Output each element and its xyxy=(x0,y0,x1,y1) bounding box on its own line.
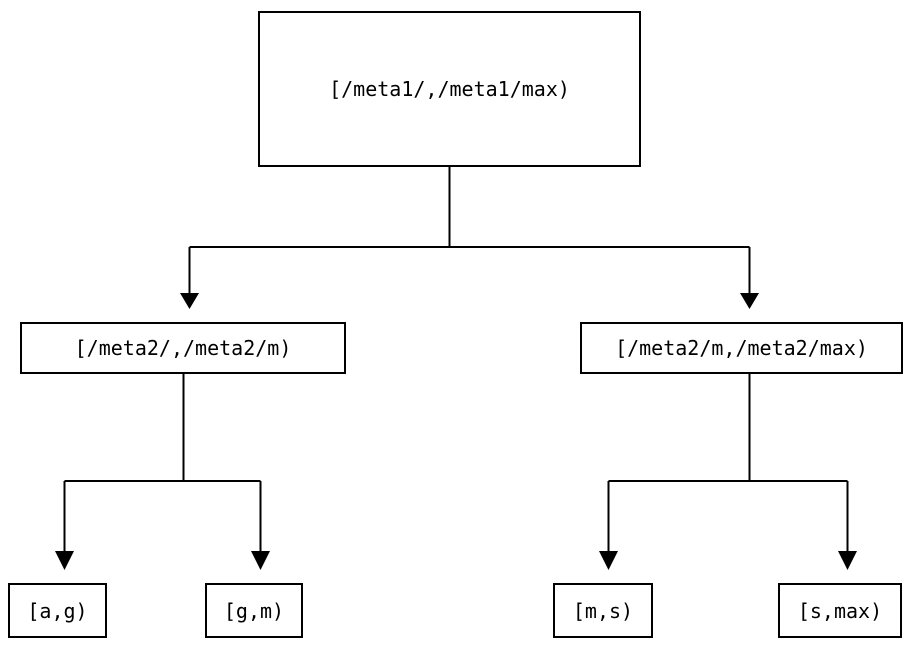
arrowhead-to-mid-right xyxy=(740,293,759,309)
tree-node-root[interactable]: [/meta1/,/meta1/max) xyxy=(258,11,641,167)
tree-node-mid-left-label: [/meta2/,/meta2/m) xyxy=(74,336,292,360)
tree-node-leaf-ag[interactable]: [a,g) xyxy=(8,583,107,638)
arrowhead-to-mid-left xyxy=(180,293,199,309)
arrowhead-to-leaf-smax xyxy=(838,551,857,570)
tree-node-mid-right[interactable]: [/meta2/m,/meta2/max) xyxy=(580,322,903,374)
tree-node-leaf-smax[interactable]: [s,max) xyxy=(778,583,902,638)
tree-node-root-label: [/meta1/,/meta1/max) xyxy=(329,77,570,101)
tree-node-leaf-ms[interactable]: [m,s) xyxy=(553,583,653,638)
tree-node-mid-left[interactable]: [/meta2/,/meta2/m) xyxy=(20,322,346,374)
tree-node-leaf-ag-label: [a,g) xyxy=(27,598,88,623)
tree-node-leaf-smax-label: [s,max) xyxy=(797,598,883,623)
tree-node-leaf-gm[interactable]: [g,m) xyxy=(205,583,303,638)
arrowhead-to-leaf-gm xyxy=(251,551,270,570)
arrowhead-to-leaf-ag xyxy=(55,551,74,570)
arrowhead-to-leaf-ms xyxy=(599,551,618,570)
tree-node-leaf-gm-label: [g,m) xyxy=(223,598,285,623)
tree-node-leaf-ms-label: [m,s) xyxy=(572,598,634,623)
tree-node-mid-right-label: [/meta2/m,/meta2/max) xyxy=(615,336,868,360)
